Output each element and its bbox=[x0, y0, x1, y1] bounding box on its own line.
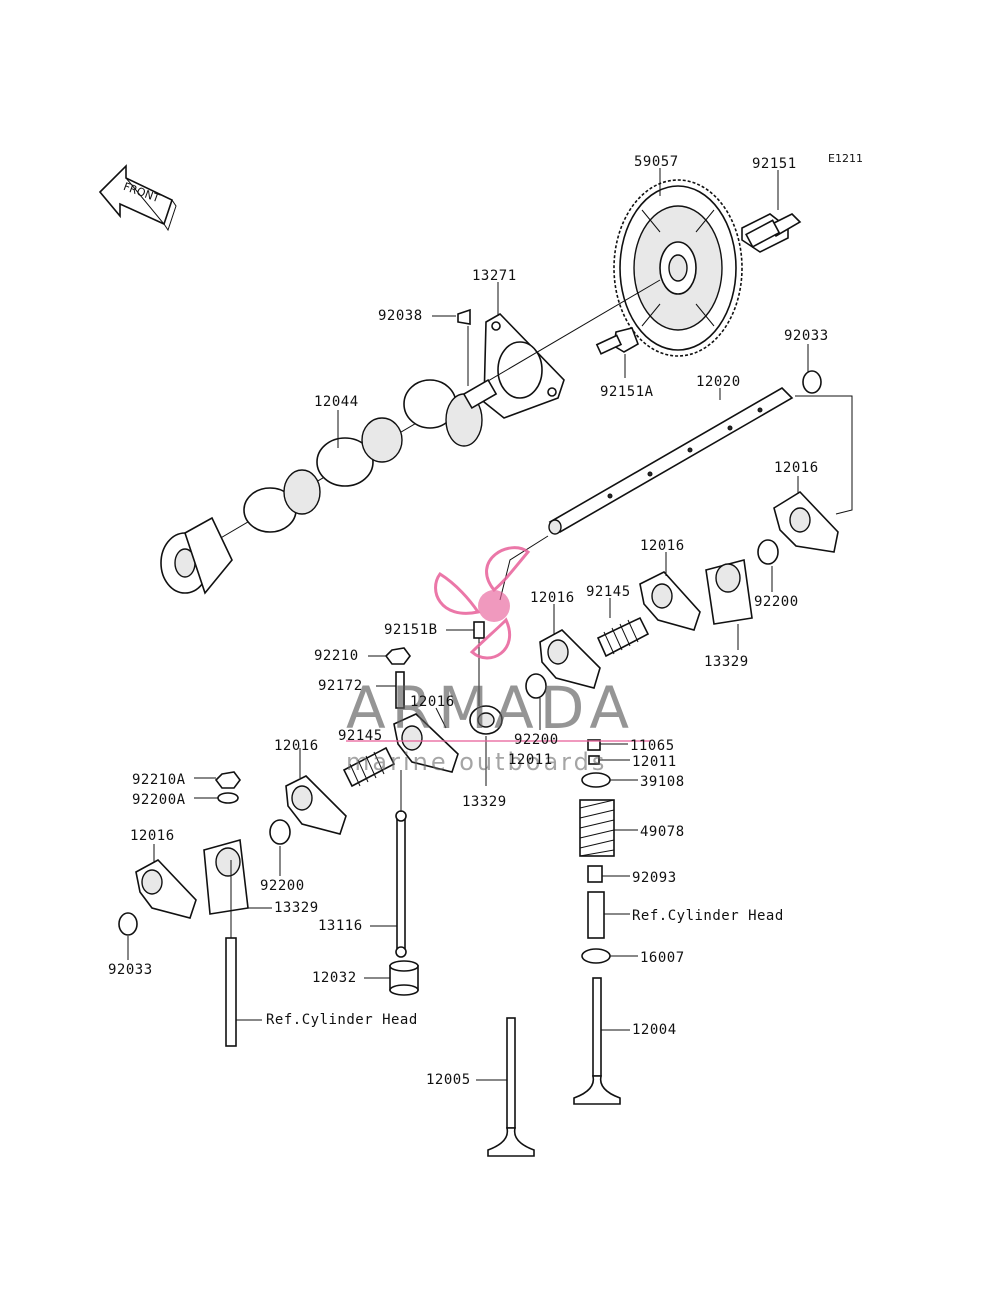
snap-ring-top bbox=[802, 370, 822, 394]
label-39108: 39108 bbox=[640, 774, 685, 790]
label-92210: 92210 bbox=[314, 648, 359, 664]
label-12016-f: 12016 bbox=[130, 828, 175, 844]
rocker-arm-6 bbox=[135, 859, 197, 919]
label-12016-e: 12016 bbox=[274, 738, 319, 754]
watermark-brand: ARMADA bbox=[346, 674, 635, 742]
label-ref-cyl-1: Ref.Cylinder Head bbox=[632, 908, 784, 924]
label-12032: 12032 bbox=[312, 970, 357, 986]
label-12020: 12020 bbox=[696, 374, 741, 390]
rocker-support-2 bbox=[469, 705, 503, 735]
label-11065: 11065 bbox=[630, 738, 675, 754]
label-12044: 12044 bbox=[314, 394, 359, 410]
valve-guide bbox=[587, 891, 605, 939]
label-92151B: 92151B bbox=[384, 622, 438, 638]
tappet bbox=[389, 960, 419, 996]
label-12005: 12005 bbox=[426, 1072, 471, 1088]
thrust-plate bbox=[483, 312, 565, 419]
label-92151: 92151 bbox=[752, 156, 797, 172]
label-92200-b: 92200 bbox=[514, 732, 559, 748]
label-92172: 92172 bbox=[318, 678, 363, 694]
rocker-support-1 bbox=[705, 558, 753, 625]
label-13329-a: 13329 bbox=[704, 654, 749, 670]
label-16007: 16007 bbox=[640, 950, 685, 966]
diagram-code: E1211 bbox=[828, 152, 863, 165]
head-stud bbox=[225, 937, 237, 1047]
label-92200-c: 92200 bbox=[260, 878, 305, 894]
label-12016-b: 12016 bbox=[640, 538, 685, 554]
woodruff-key bbox=[457, 308, 471, 325]
washer-mid bbox=[525, 673, 547, 699]
plate-bolt bbox=[595, 327, 639, 355]
watermark-tagline: marine outboards bbox=[346, 748, 607, 776]
rocker-arm-1 bbox=[773, 490, 839, 553]
adjuster-screw bbox=[473, 621, 485, 639]
propeller-logo-icon bbox=[434, 546, 531, 660]
label-59057: 59057 bbox=[634, 154, 679, 170]
label-13329-b: 13329 bbox=[462, 794, 507, 810]
rocker-arm-3 bbox=[539, 629, 601, 689]
intake-valve bbox=[487, 1017, 535, 1157]
stud-92172 bbox=[395, 671, 405, 709]
label-92038: 92038 bbox=[378, 308, 423, 324]
label-12011-b: 12011 bbox=[632, 754, 677, 770]
rocker-arm-4 bbox=[393, 713, 459, 773]
spring-upper bbox=[596, 616, 650, 658]
label-92210A: 92210A bbox=[132, 772, 186, 788]
gear-bolt bbox=[741, 213, 802, 253]
rocker-support-3 bbox=[203, 838, 249, 915]
watermark: ARMADA marine outboards bbox=[346, 546, 650, 776]
push-rod bbox=[395, 770, 407, 958]
label-92200A: 92200A bbox=[132, 792, 186, 808]
label-92151A: 92151A bbox=[600, 384, 654, 400]
label-92033-top: 92033 bbox=[784, 328, 829, 344]
rocker-shaft bbox=[499, 387, 853, 601]
spring-seat bbox=[581, 948, 611, 964]
label-ref-cyl-2: Ref.Cylinder Head bbox=[266, 1012, 418, 1028]
washer-right bbox=[757, 539, 779, 565]
camshaft bbox=[160, 279, 661, 595]
valve-seal bbox=[587, 865, 603, 883]
label-12016-a: 12016 bbox=[774, 460, 819, 476]
label-49078: 49078 bbox=[640, 824, 685, 840]
label-12016-d: 12016 bbox=[410, 694, 455, 710]
label-92093: 92093 bbox=[632, 870, 677, 886]
label-13116: 13116 bbox=[318, 918, 363, 934]
nut-92210a bbox=[214, 771, 241, 789]
label-13271: 13271 bbox=[472, 268, 517, 284]
label-12004: 12004 bbox=[632, 1022, 677, 1038]
valve-spring bbox=[579, 799, 615, 857]
rocker-arm-2 bbox=[639, 571, 701, 631]
label-92033-bot: 92033 bbox=[108, 962, 153, 978]
washer-low bbox=[269, 819, 291, 845]
label-13329-c: 13329 bbox=[274, 900, 319, 916]
cam-gear bbox=[613, 179, 743, 357]
snap-ring-bottom bbox=[118, 912, 138, 936]
front-arrow-icon: FRONT bbox=[98, 164, 177, 232]
exhaust-valve bbox=[573, 977, 621, 1105]
label-12011-a: 12011 bbox=[508, 752, 553, 768]
label-12016-c: 12016 bbox=[530, 590, 575, 606]
nut-92210 bbox=[384, 647, 411, 665]
label-92145-b: 92145 bbox=[338, 728, 383, 744]
leader-lines bbox=[127, 168, 809, 1081]
rocker-arm-5 bbox=[285, 775, 347, 835]
spring-lower bbox=[342, 746, 396, 788]
part-labels: 59057 92151 13271 92038 92033 92151A 120… bbox=[108, 154, 829, 1088]
label-92200-a: 92200 bbox=[754, 594, 799, 610]
washer-92200a bbox=[217, 792, 239, 804]
cotter bbox=[588, 755, 600, 765]
label-92145-a: 92145 bbox=[586, 584, 631, 600]
